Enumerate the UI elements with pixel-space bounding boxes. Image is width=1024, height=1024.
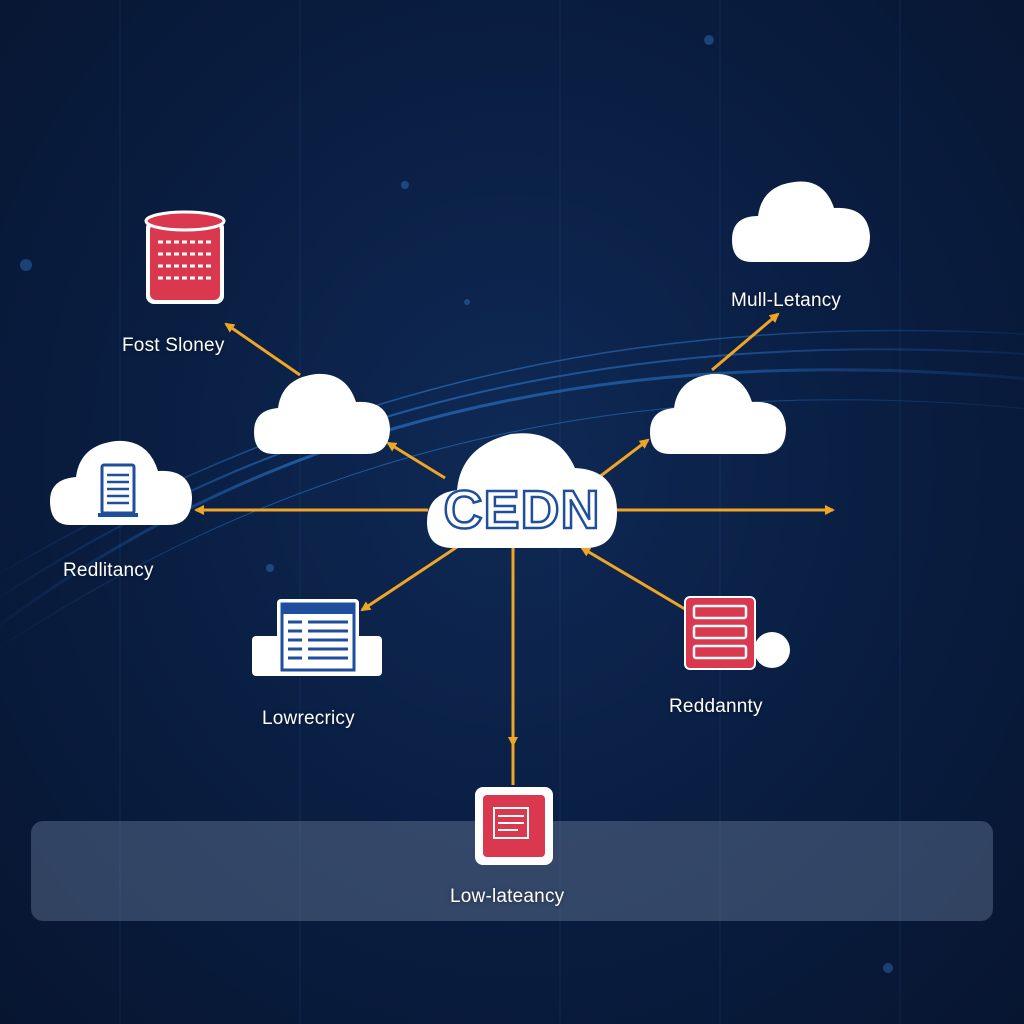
cloud-icon (254, 373, 390, 454)
label-redlitancy: Redlitancy (63, 560, 154, 581)
browser-window-icon (252, 599, 382, 676)
cloud-icon (732, 181, 870, 262)
label-mull-letancy: Mull-Letancy (731, 290, 842, 311)
hub-label: CEDN (443, 480, 600, 540)
label-lowrecricy: Lowrecricy (262, 708, 355, 729)
arrow-to-storage (224, 322, 301, 377)
label-fost-sloney: Fost Sloney (122, 335, 225, 356)
label-low-lateancy: Low-lateancy (450, 886, 565, 907)
arrow-to-multi (711, 312, 780, 372)
cloud-icon (650, 373, 786, 454)
label-reddannty: Reddannty (669, 696, 763, 717)
server-rack-icon (684, 596, 790, 670)
arrow-to-lowrecricy (360, 543, 461, 612)
document-icon (475, 787, 553, 865)
arrow-from-redundancy (580, 546, 691, 614)
cdn-hub-cloud: CEDN (427, 433, 617, 548)
cloud-server-icon (50, 440, 192, 525)
database-icon (144, 210, 226, 304)
arrow-to-left-cloud (386, 441, 446, 480)
